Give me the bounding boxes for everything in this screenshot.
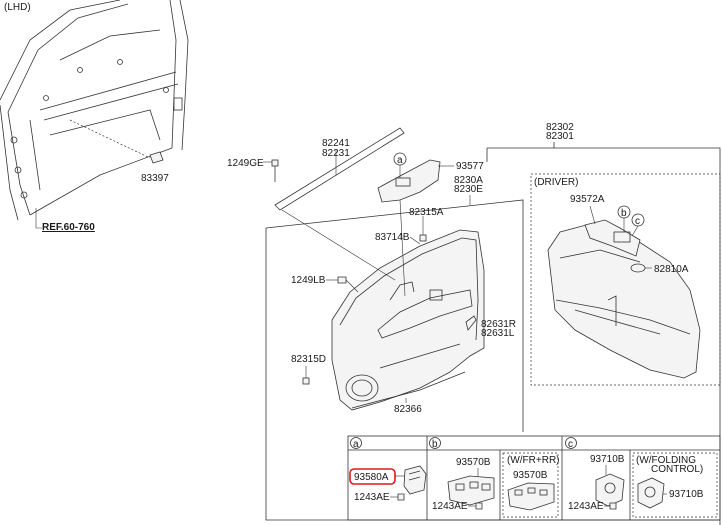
- driver-door-panel: [547, 219, 701, 379]
- detail-a-tag-label: a: [353, 439, 359, 450]
- callout-82315a: 82315A: [409, 207, 444, 218]
- detail-table: [347, 435, 721, 521]
- callout-93570b-variant: 93570B: [513, 470, 548, 481]
- callout-8230a: 8230A: [454, 175, 483, 186]
- switch-93710b: [595, 473, 625, 507]
- callout-93577: 93577: [456, 161, 484, 172]
- trim-strip: [274, 127, 405, 211]
- callout-93570b: 93570B: [456, 457, 491, 468]
- callout-93710b-variant: 93710B: [669, 489, 704, 500]
- callout-82631r: 82631R: [481, 319, 516, 330]
- ref-60-760: REF.60-760: [42, 222, 95, 233]
- main-door-panel: [331, 229, 485, 411]
- callout-1243ae-b: 1243AE: [432, 501, 468, 512]
- marker-b-driver-label: b: [621, 208, 627, 219]
- callout-8230e: 8230E: [454, 184, 483, 195]
- switch-93710b-variant: [637, 477, 665, 509]
- bolt-1249ge: [271, 159, 279, 182]
- variant-box-fr-rr: [502, 452, 559, 518]
- callout-82631l: 82631L: [481, 328, 515, 339]
- variant-box-folding: [632, 452, 718, 518]
- detail-b-tag: [429, 437, 441, 449]
- switch-93570b-variant: [507, 482, 555, 511]
- highlight-93580a: [349, 468, 396, 485]
- callout-93580a: 93580A: [354, 472, 389, 483]
- variant-title-folding-1: (W/FOLDING: [636, 455, 696, 466]
- callout-93572a: 93572A: [570, 194, 605, 205]
- marker-a-top-label: a: [397, 155, 403, 166]
- callout-1249ge: 1249GE: [227, 158, 264, 169]
- callout-82241: 82241: [322, 138, 350, 149]
- door-frame-illustration: [0, 0, 189, 221]
- callout-83397: 83397: [141, 173, 169, 184]
- callout-1243ae-c: 1243AE: [568, 501, 604, 512]
- switch-bezel-93577: [377, 159, 441, 203]
- callout-82366: 82366: [394, 404, 422, 415]
- switch-93580a: [403, 465, 427, 495]
- detail-c-tag: [565, 437, 577, 449]
- variant-title-folding-2: CONTROL): [651, 464, 703, 475]
- marker-c-driver-label: c: [635, 216, 640, 227]
- callout-1249lb: 1249LB: [291, 275, 326, 286]
- callout-1243ae-a: 1243AE: [354, 492, 390, 503]
- callout-82810a: 82810A: [654, 264, 689, 275]
- callout-82302: 82302: [546, 122, 574, 133]
- callout-83714b: 83714B: [375, 232, 410, 243]
- callout-82301: 82301: [546, 131, 574, 142]
- callout-93710b: 93710B: [590, 454, 625, 465]
- driver-box-title: (DRIVER): [534, 177, 578, 188]
- callout-82315d: 82315D: [291, 354, 326, 365]
- callout-82231: 82231: [322, 148, 350, 159]
- detail-b-tag-label: b: [432, 439, 438, 450]
- switch-93570b: [447, 475, 495, 506]
- detail-a-tag: [350, 437, 362, 449]
- detail-c-tag-label: c: [568, 439, 573, 450]
- variant-title-fr-rr: (W/FR+RR): [507, 455, 560, 466]
- lhd-note: (LHD): [4, 2, 31, 13]
